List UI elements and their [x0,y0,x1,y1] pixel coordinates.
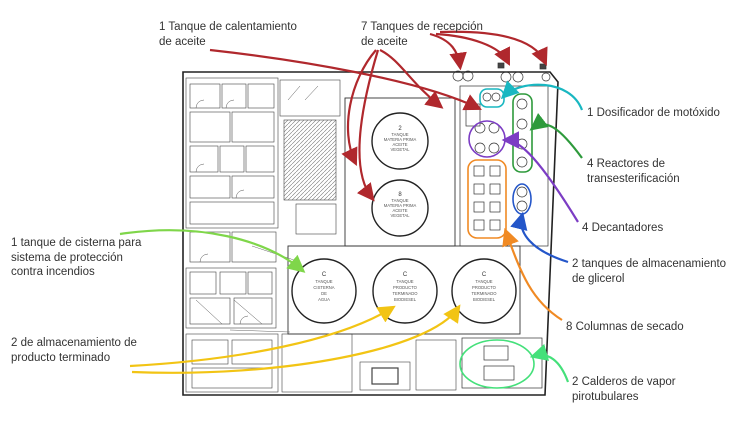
label-heating-tank: 1 Tanque de calentamiento de aceite [159,21,297,48]
label-decanters: 4 Decantadores [582,222,664,234]
tank4-line2: PRODUCTO [393,285,418,290]
oil-raw-material-tank-1 [371,112,429,170]
svg-text:2: 2 [398,126,402,132]
tank5-line2: PRODUCTO [472,285,497,290]
boilers-highlight [459,339,535,389]
label-dosifier: 1 Dosificador de motóxido [587,107,720,119]
tank3-line4: AGUA [318,297,330,302]
arrow-dosifier [500,80,584,111]
label-glycerol-tanks: 2 tanques de almacenamiento de glicerol [572,258,727,285]
tank1-line4: VEGETAL [390,147,410,152]
tank5-line4: BIODIESEL [473,297,496,302]
tank5-line1: TANQUE [475,279,492,284]
tank4-line4: BIODIESEL [394,297,417,302]
tank1-line2: MATERIA PRIMA [384,137,417,142]
label-drying-columns: 8 Columnas de secado [566,321,684,333]
tank3-line1: TANQUE [315,279,332,284]
tank2-line3: ACEITE [392,208,407,213]
tank-area: 2 TANQUE MATERIA PRIMA ACEITE VEGETAL 8 … [287,97,521,335]
tank4-line1: TANQUE [396,279,413,284]
arrow-boilers [529,343,570,383]
drying-columns-highlight [467,159,507,239]
label-boilers: 2 Calderos de vapor pirotubulares [572,376,676,403]
svg-text:8: 8 [398,192,402,198]
label-cistern-tank: 1 tanque de cisterna para sistema de pro… [11,237,142,278]
svg-text:C: C [403,272,408,278]
arrow-cistern [119,229,306,273]
tank2-line1: TANQUE [391,198,408,203]
svg-text:C: C [482,272,487,278]
arrow-reactors [529,112,583,159]
tank1-line1: TANQUE [391,132,408,137]
svg-text:C: C [322,272,327,278]
left-offices [185,77,457,393]
arrows-product-storage [129,304,461,374]
oil-raw-material-tank-2 [371,179,429,237]
tank2-line2: MATERIA PRIMA [384,203,417,208]
arrows-reception-tanks [341,30,548,202]
arrow-glycerol [510,211,569,264]
tank1-line3: ACEITE [392,142,407,147]
arrow-drying-columns [502,227,563,321]
arrow-decanters [501,131,579,223]
tank5-line3: TERMINADO [471,291,497,296]
arrow-heating-tank [209,48,482,111]
tank2-line4: VEGETAL [390,213,410,218]
tank3-line3: DE [321,291,327,296]
cistern-tank [291,258,357,324]
tank3-line2: CISTERNA [313,285,334,290]
finished-product-tank-2 [451,258,517,324]
label-product-storage: 2 de almacenamiento de producto terminad… [11,337,137,364]
label-reception-tanks: 7 Tanques de recepción de aceite [361,21,483,48]
tank4-line3: TERMINADO [392,291,418,296]
floor-plan: 2 TANQUE MATERIA PRIMA ACEITE VEGETAL 8 … [182,62,559,396]
label-reactors: 4 Reactores de transesterificación [587,158,680,185]
